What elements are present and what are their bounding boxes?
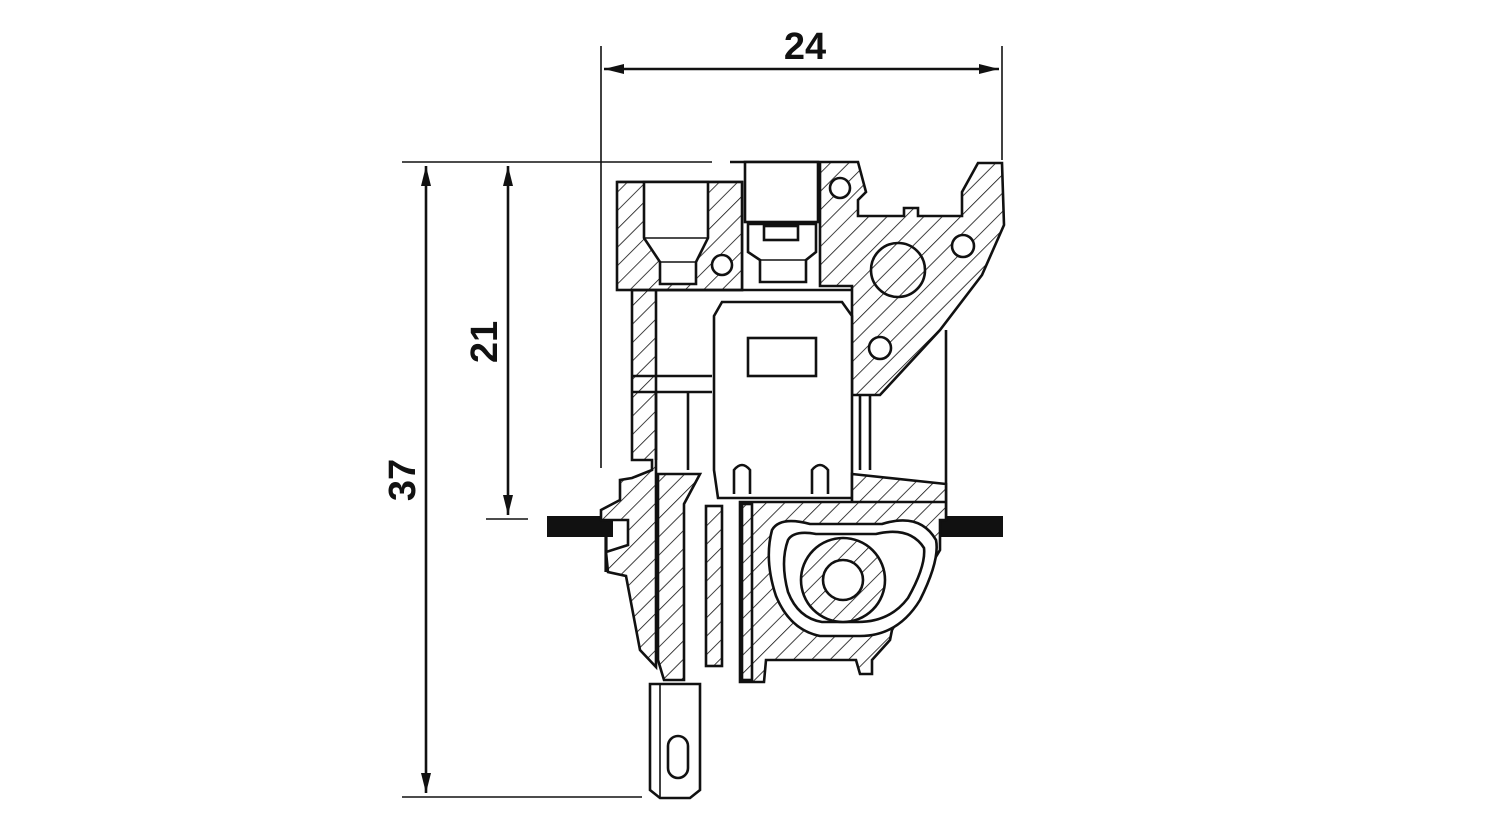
conductor-core-icon <box>821 558 865 602</box>
terminal-block <box>599 160 1006 800</box>
height-upper-dimension: 21 <box>402 161 712 520</box>
contact-slot-top <box>743 160 820 224</box>
clamp-leg-left <box>732 463 752 494</box>
din-rail-right <box>932 516 1003 537</box>
pin-rib <box>704 504 724 668</box>
base-wall <box>740 502 754 682</box>
width-dimension: 24 <box>600 26 1003 468</box>
pin-guide <box>656 472 703 682</box>
screw-slot <box>762 224 800 242</box>
clamp-leg-right <box>810 463 830 494</box>
pin-slot-icon <box>666 734 690 780</box>
clamp-window <box>746 336 818 378</box>
pin-hole-icon <box>950 233 976 259</box>
pin-hole-icon <box>710 253 734 277</box>
height-upper-label: 21 <box>464 321 506 363</box>
pin-hole-icon <box>867 335 893 361</box>
height-total-label: 37 <box>382 459 424 501</box>
width-label: 24 <box>784 26 826 68</box>
screw-channel <box>642 180 710 286</box>
housing-left-section <box>599 180 744 671</box>
din-rail <box>547 516 1003 572</box>
pivot-circle-icon <box>869 241 927 299</box>
height-total-dimension: 37 <box>382 166 642 798</box>
pin-hole-icon <box>828 176 852 200</box>
din-rail-left <box>547 516 613 537</box>
